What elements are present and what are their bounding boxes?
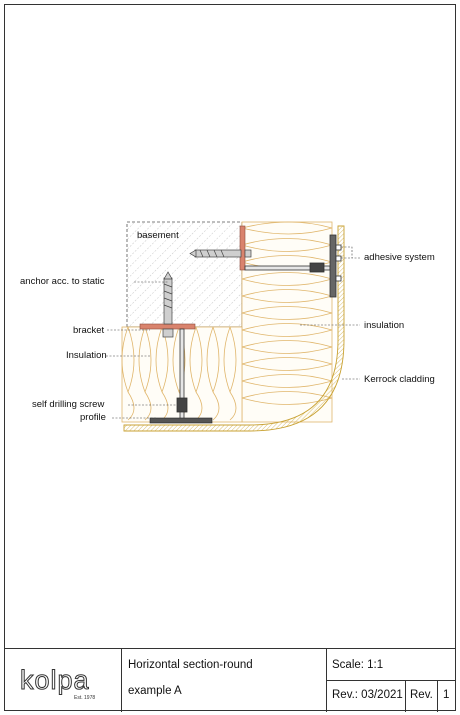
label-adhesive-system: adhesive system [364, 252, 435, 263]
leader-lines [106, 235, 360, 419]
label-kerrock-cladding: Kerrock cladding [364, 374, 435, 385]
bracket-bottom [139, 323, 196, 330]
scale: Scale: 1:1 [332, 659, 384, 671]
label-bracket: bracket [73, 325, 105, 336]
title-divider-1 [121, 649, 122, 712]
label-insulation-right: insulation [364, 320, 405, 331]
label-basement: basement [137, 230, 179, 241]
anchor-horizontal [189, 249, 252, 258]
revision-number: 1 [443, 689, 450, 701]
title-line1: Horizontal section-round [128, 659, 253, 671]
label-self-drilling-screw: self drilling screw [32, 399, 105, 410]
label-anchor: anchor acc. to static [20, 276, 105, 287]
logo-est: Est. 1978 [74, 695, 95, 701]
title-line2: example A [128, 685, 182, 697]
kolpa-logo: kolpa Est. 1978 [18, 665, 113, 702]
logo-wordmark: kolpa [20, 665, 90, 695]
kerrock-cladding [123, 225, 345, 432]
revision-label: Rev. [410, 689, 433, 701]
drawing-sheet [4, 4, 456, 711]
basement-wall [126, 221, 243, 328]
profile [149, 417, 213, 424]
support-rail-horizontal [244, 234, 337, 298]
label-profile: profile [80, 412, 106, 423]
anchor-vertical [162, 271, 174, 338]
bracket-wall [239, 225, 246, 271]
adhesive-system [335, 244, 342, 282]
title-block: kolpa Est. 1978 Horizontal section-round… [4, 648, 456, 712]
title-divider-3 [405, 680, 406, 712]
label-insulation-left: Insulation [66, 350, 107, 361]
title-divider-h [326, 680, 456, 681]
revision-date: Rev.: 03/2021 [332, 689, 403, 701]
insulation-right [241, 221, 333, 423]
title-divider-4 [437, 680, 438, 712]
